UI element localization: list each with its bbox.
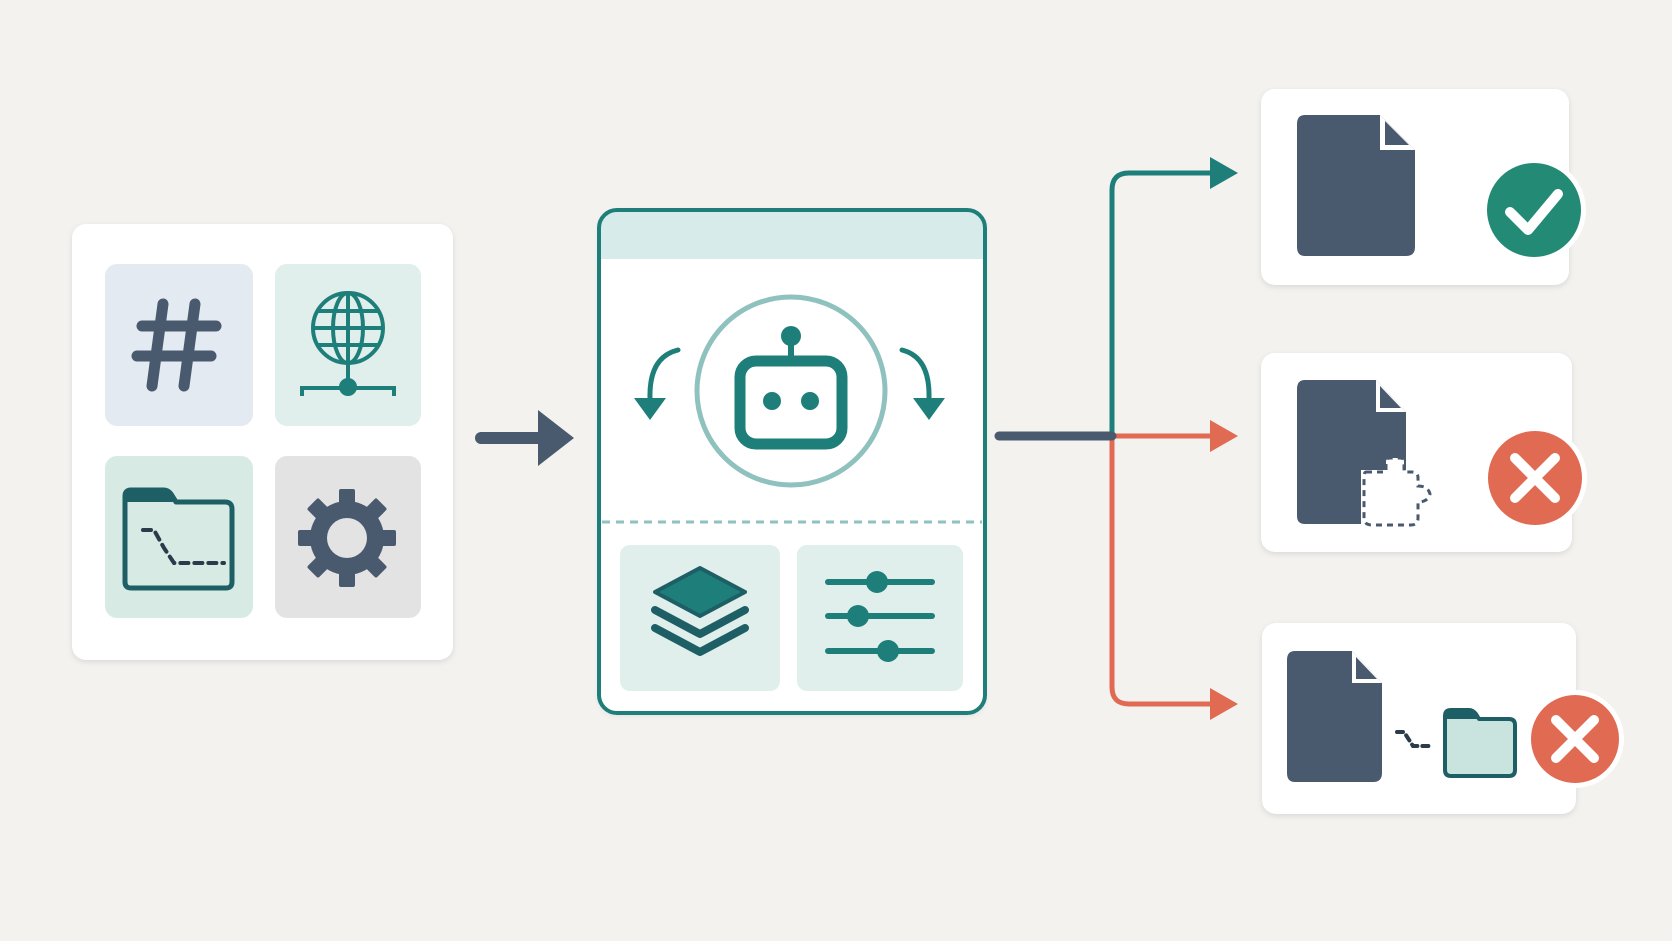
tile-gear	[275, 456, 421, 618]
tile-hash-bg	[105, 264, 253, 426]
document-to-folder-icon	[1287, 651, 1517, 782]
arrowhead-failure-bottom	[1210, 688, 1238, 720]
branch-connectors	[994, 170, 1218, 707]
hash-icon	[131, 298, 222, 392]
input-panel	[72, 224, 453, 660]
tile-folder	[105, 456, 253, 618]
robot-icon	[734, 326, 848, 450]
arrowhead-success	[1210, 157, 1238, 189]
tile-globe	[275, 264, 421, 426]
connector-success	[1109, 170, 1218, 436]
x-icon	[1551, 715, 1599, 763]
layers-icon	[651, 566, 749, 656]
processor-ring	[694, 294, 888, 488]
document-icon	[1297, 115, 1415, 256]
document-missing-piece-icon	[1297, 380, 1432, 527]
tile-hash	[105, 264, 253, 426]
processor-panel	[597, 208, 987, 715]
globe-network-icon	[300, 291, 396, 396]
arrowhead-failure-middle	[1210, 420, 1238, 452]
cycle-arrow-left-icon	[634, 347, 681, 420]
folder-terminal-icon	[122, 487, 235, 591]
outcome-failure-card-1	[1261, 353, 1587, 552]
sliders-icon	[825, 571, 935, 662]
failure-badge-2	[1526, 690, 1624, 788]
gear-icon	[298, 489, 396, 587]
tool-sliders	[797, 545, 963, 691]
failure-badge-1	[1483, 426, 1587, 530]
outcome-failure-card-2	[1262, 623, 1624, 814]
connector-failure-bottom	[1109, 436, 1218, 707]
outcome-success-card	[1261, 89, 1586, 285]
x-icon	[1510, 453, 1560, 503]
processor-header-bar	[601, 212, 983, 259]
arrow-input-to-processor	[475, 410, 574, 466]
success-badge	[1482, 158, 1586, 262]
cycle-arrow-right-icon	[899, 347, 945, 420]
check-icon	[1505, 189, 1563, 235]
tool-layers	[620, 545, 780, 691]
